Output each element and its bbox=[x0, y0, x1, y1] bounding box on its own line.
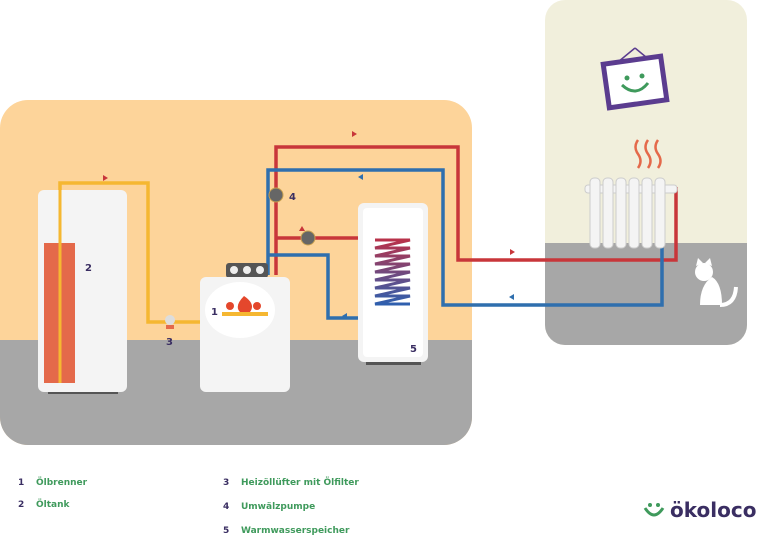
cat-icon bbox=[695, 258, 738, 307]
oil-tank: 2 bbox=[38, 190, 127, 394]
oil-burner: 1 bbox=[200, 263, 290, 392]
circulation-pump bbox=[268, 187, 284, 203]
heat-waves-icon bbox=[634, 139, 662, 169]
svg-text:3: 3 bbox=[166, 337, 173, 348]
smiley-picture-icon bbox=[600, 47, 670, 111]
okoloco-logo: ökoloco bbox=[642, 498, 756, 522]
flame-icon bbox=[237, 296, 252, 312]
return-line-cold bbox=[266, 168, 664, 307]
flow-arrows bbox=[103, 131, 515, 255]
smiley-icon bbox=[643, 503, 665, 517]
svg-text:5: 5 bbox=[410, 344, 417, 355]
oil-filter: 3 bbox=[165, 315, 175, 348]
svg-text:4: 4 bbox=[289, 192, 296, 203]
svg-text:1: 1 bbox=[211, 307, 218, 318]
hot-water-storage: 5 bbox=[358, 203, 428, 365]
pump bbox=[300, 230, 316, 246]
radiator bbox=[584, 177, 678, 249]
svg-text:2: 2 bbox=[85, 263, 92, 274]
